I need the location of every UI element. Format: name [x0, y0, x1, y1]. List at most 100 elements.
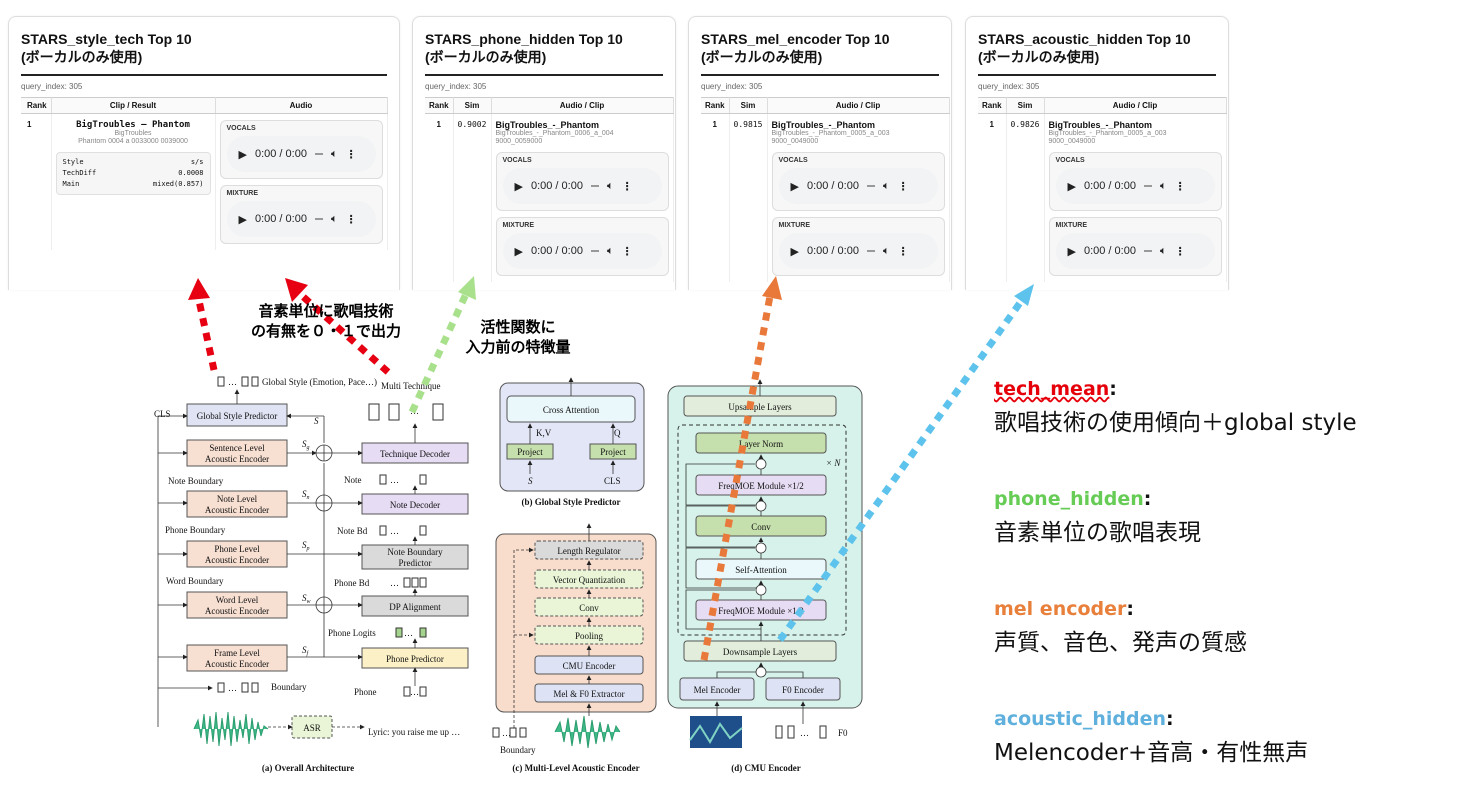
diagram-text: Conv	[579, 603, 599, 613]
col-rank: Rank	[425, 97, 454, 114]
audio-player-mixture[interactable]: ▶0:00 / 0:00🔈︎⋮	[1055, 233, 1215, 269]
diagram-text: …	[800, 728, 809, 738]
col-rank: Rank	[21, 97, 52, 114]
diagram-text: Phone Level	[214, 544, 260, 554]
arrow-red-2	[297, 291, 391, 375]
seek-bar[interactable]	[866, 185, 875, 187]
diagram-text: Word Level	[216, 595, 259, 605]
diagram-rect	[419, 525, 427, 536]
more-icon[interactable]: ⋮	[621, 180, 633, 193]
diagram-text: Cross Attention	[543, 405, 600, 415]
play-icon[interactable]: ▶	[1067, 245, 1076, 258]
seek-bar[interactable]	[590, 250, 599, 252]
diagram-text: Note	[344, 475, 362, 485]
result-panel-mel-encoder: STARS_mel_encoder Top 10(ボーカルのみ使用) query…	[688, 16, 952, 290]
col-rank: Rank	[701, 97, 730, 114]
diagram-rect	[241, 376, 249, 387]
play-icon[interactable]: ▶	[514, 245, 523, 258]
diagram-text: F0 Encoder	[782, 685, 824, 695]
audio-player-vocals[interactable]: ▶0:00 / 0:00🔈︎⋮	[1055, 168, 1215, 204]
more-icon[interactable]: ⋮	[1174, 245, 1186, 258]
audio-player-vocals[interactable]: ▶0:00 / 0:00🔈︎⋮	[226, 136, 376, 172]
volume-icon[interactable]: 🔈︎	[882, 179, 890, 192]
audio-player-mixture[interactable]: ▶0:00 / 0:00🔈︎⋮	[226, 201, 376, 237]
seek-bar[interactable]	[866, 250, 875, 252]
seek-bar[interactable]	[590, 185, 599, 187]
play-icon[interactable]: ▶	[1067, 180, 1076, 193]
seek-bar[interactable]	[314, 218, 323, 220]
play-icon[interactable]: ▶	[238, 148, 247, 161]
more-icon[interactable]: ⋮	[345, 213, 357, 226]
diagram-rect	[419, 627, 427, 638]
table-row: 1 0.9002 BigTroubles_-_Phantom BigTroubl…	[425, 113, 674, 282]
play-icon[interactable]: ▶	[790, 180, 799, 193]
play-icon[interactable]: ▶	[790, 245, 799, 258]
diagram-polyline	[157, 413, 188, 727]
diagram-text: K,V	[536, 428, 552, 438]
volume-icon[interactable]: 🔈︎	[330, 147, 338, 160]
diagram-rect	[411, 577, 419, 588]
arrow-blue	[777, 297, 1025, 643]
more-icon[interactable]: ⋮	[897, 245, 909, 258]
diagram-text: …	[502, 728, 511, 738]
volume-icon[interactable]: 🔈︎	[1159, 244, 1167, 257]
col-audio-clip: Audio / Clip	[1044, 97, 1227, 114]
mixture-label: MIXTURE	[226, 190, 259, 197]
col-sim: Sim	[453, 97, 492, 114]
clip-id: BigTroubles_-_Phantom_0006_a_0049000_005…	[495, 130, 614, 145]
diagram-circle	[755, 584, 767, 596]
volume-icon[interactable]: 🔈︎	[330, 212, 338, 225]
diagram-rect	[388, 403, 400, 421]
diagram-polygon	[762, 276, 782, 300]
diagram-rect	[217, 376, 225, 387]
diagram-rect	[186, 439, 288, 467]
clip-id: Phantom 0004 a 0033000 0039000	[78, 138, 188, 145]
more-icon[interactable]: ⋮	[621, 245, 633, 258]
audio-player-vocals[interactable]: ▶0:00 / 0:00🔈︎⋮	[502, 168, 662, 204]
arrow-orange	[700, 295, 774, 661]
seek-bar[interactable]	[1143, 250, 1152, 252]
legend-mel-encoder: mel encoder: 声質、音色、発声の質感	[994, 598, 1247, 656]
audio-player-mixture[interactable]: ▶0:00 / 0:00🔈︎⋮	[778, 233, 938, 269]
query-index: query_index: 305	[21, 82, 83, 91]
clip-cell: BigTroubles_-_Phantom BigTroubles_-_Phan…	[767, 113, 950, 282]
diagram-rect	[683, 640, 837, 662]
diagram-text: …	[390, 578, 399, 588]
diagram-rect	[775, 725, 783, 739]
diagram-circle	[755, 542, 767, 554]
panel-a-overall-architecture: … Global Style (Emotion, Pace…) Multi Te…	[154, 376, 469, 773]
diagram-text: …	[404, 628, 413, 638]
sim-cell: 0.9815	[729, 113, 768, 282]
diagram-text: Conv	[751, 522, 771, 532]
mixture-box: MIXTURE ▶0:00 / 0:00🔈︎⋮	[495, 217, 669, 276]
col-audio-clip: Audio / Clip	[767, 97, 950, 114]
volume-icon[interactable]: 🔈︎	[1159, 179, 1167, 192]
audio-player-mixture[interactable]: ▶0:00 / 0:00🔈︎⋮	[502, 233, 662, 269]
diagram-text: Sg	[302, 439, 310, 451]
play-icon[interactable]: ▶	[514, 180, 523, 193]
audio-player-vocals[interactable]: ▶0:00 / 0:00🔈︎⋮	[778, 168, 938, 204]
volume-icon[interactable]: 🔈︎	[606, 244, 614, 257]
diagram-text: Length Regulator	[557, 546, 620, 556]
diagram-text: Pooling	[575, 631, 604, 641]
volume-icon[interactable]: 🔈︎	[882, 244, 890, 257]
diagram-rect	[419, 686, 427, 697]
vocals-label: VOCALS	[226, 125, 256, 132]
col-audio-clip: Audio / Clip	[491, 97, 674, 114]
diagram-rect	[419, 577, 427, 588]
more-icon[interactable]: ⋮	[897, 180, 909, 193]
volume-icon[interactable]: 🔈︎	[606, 179, 614, 192]
clip-artist: BigTroubles	[114, 130, 152, 137]
diagram-polyline	[685, 505, 761, 548]
seek-bar[interactable]	[1143, 185, 1152, 187]
diagram-rect	[509, 727, 517, 738]
diagram-text: Project	[517, 447, 543, 457]
play-icon[interactable]: ▶	[238, 213, 247, 226]
seek-bar[interactable]	[314, 153, 323, 155]
diagram-circle	[755, 666, 767, 678]
more-icon[interactable]: ⋮	[1174, 180, 1186, 193]
more-icon[interactable]: ⋮	[345, 148, 357, 161]
